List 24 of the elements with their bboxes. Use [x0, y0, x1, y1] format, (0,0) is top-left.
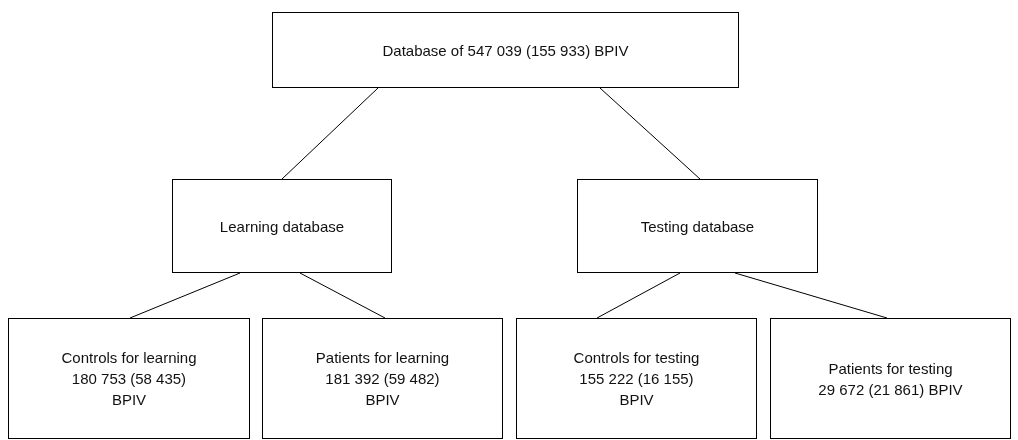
- connector-line: [299, 272, 386, 319]
- process-box: [770, 318, 1011, 439]
- box-text: 155 222 (16 155) BPIV: [578, 369, 695, 410]
- box-heading: Patients for testing: [828, 358, 953, 379]
- connector-line: [129, 272, 241, 319]
- box-heading: Patients for learning: [315, 348, 450, 368]
- connector-line: [599, 87, 701, 180]
- process-box: [577, 179, 818, 273]
- box-text: Testing database: [640, 216, 755, 237]
- box-text: 29 672 (21 861) BPIV: [818, 379, 963, 400]
- process-box: [262, 318, 503, 439]
- box-heading: Controls for learning: [61, 348, 197, 368]
- box-text: Learning database: [219, 216, 345, 237]
- connector-line: [734, 272, 888, 319]
- process-box: [516, 318, 757, 439]
- connector-line: [596, 272, 681, 319]
- process-box: [272, 12, 739, 88]
- box-heading: Controls for testing: [573, 348, 700, 368]
- process-box: [8, 318, 250, 439]
- box-text: 181 392 (59 482) BPIV: [324, 369, 441, 410]
- box-text: Database of 547 039 (155 933) BPIV: [382, 40, 629, 61]
- connector-line: [281, 87, 379, 180]
- box-text: 180 753 (58 435) BPIV: [70, 369, 188, 410]
- process-box: [172, 179, 392, 273]
